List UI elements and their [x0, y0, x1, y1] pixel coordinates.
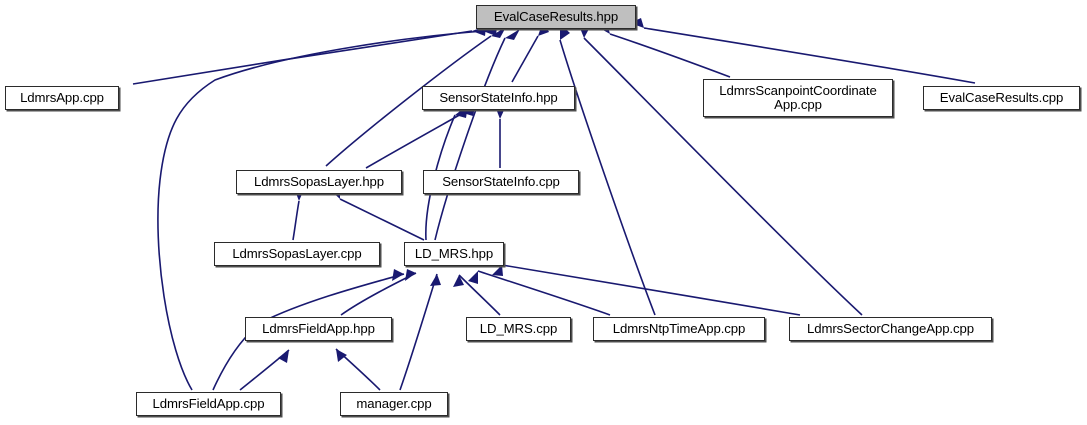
node-label: manager.cpp	[356, 395, 432, 411]
edge-fieldapph-to-ldmrshpp	[340, 272, 417, 316]
node-label: LdmrsSopasLayer.hpp	[253, 173, 385, 189]
arrowhead-ntptime-ldmrshpp	[468, 271, 478, 284]
node-label: LdmrsNtpTimeApp.cpp	[612, 320, 746, 336]
node-ldmrssopaslayer-cpp[interactable]: LdmrsSopasLayer.cpp	[214, 242, 380, 266]
node-label: LdmrsFieldApp.cpp	[152, 395, 265, 411]
node-ldmrssopaslayer-hpp[interactable]: LdmrsSopasLayer.hpp	[236, 170, 402, 194]
node-ldmrsscanpointcoordinateapp-cpp[interactable]: LdmrsScanpointCoordinate App.cpp	[703, 79, 893, 117]
edge-evalcaseresultsc-to-root	[643, 27, 976, 84]
arrowhead-fieldappc-fieldapph	[278, 350, 289, 363]
node-ldmrsntptimeapp-cpp[interactable]: LdmrsNtpTimeApp.cpp	[593, 317, 765, 341]
node-ld-mrs-cpp[interactable]: LD_MRS.cpp	[466, 317, 571, 341]
edge-ldmrscpp-to-ldmrshpp	[458, 274, 501, 316]
arrowhead-evalcaseresultsc-root	[630, 18, 644, 28]
edge-sectorchange-to-root	[583, 37, 863, 316]
node-label: EvalCaseResults.hpp	[493, 8, 619, 24]
node-label: LdmrsFieldApp.hpp	[262, 320, 375, 336]
node-label: EvalCaseResults.cpp	[939, 89, 1064, 105]
node-label: SensorStateInfo.cpp	[442, 173, 560, 189]
edge-sopaslayerh-to-root	[325, 35, 492, 167]
node-label: SensorStateInfo.hpp	[439, 89, 558, 105]
node-ldmrsapp-cpp[interactable]: LdmrsApp.cpp	[5, 86, 119, 110]
arrowhead-fieldapph-ldmrshpp	[405, 269, 416, 281]
edge-ldmrshpp-to-sopaslayerh	[339, 198, 425, 241]
arrowhead-managercpp-ldmrshpp	[430, 274, 441, 286]
node-evalcaseresults-cpp[interactable]: EvalCaseResults.cpp	[923, 86, 1080, 110]
node-label: LD_MRS.hpp	[414, 245, 494, 261]
edge-ldmrsapp-to-root	[132, 30, 473, 85]
node-ldmrssectorchangeapp-cpp[interactable]: LdmrsSectorChangeApp.cpp	[789, 317, 992, 341]
node-label: LdmrsSopasLayer.cpp	[232, 245, 362, 261]
edge-fieldappc-to-root	[157, 30, 484, 391]
edge-scanpoint-to-root	[609, 33, 731, 78]
arrowhead-sectorchange-ldmrshpp	[492, 265, 503, 276]
edge-sopaslayerc-to-sopaslayerh	[292, 200, 300, 241]
edge-ntptime-to-root	[559, 39, 656, 316]
node-manager-cpp[interactable]: manager.cpp	[340, 392, 448, 416]
node-ldmrsfieldapp-cpp[interactable]: LdmrsFieldApp.cpp	[136, 392, 281, 416]
edge-ntptime-to-ldmrshpp	[477, 270, 611, 316]
edge-sensorstateinfoh-to-root	[511, 35, 539, 83]
arrowhead-sopaslayerh-root	[491, 27, 506, 38]
node-label: LD_MRS.cpp	[479, 320, 558, 336]
node-ldmrsfieldapp-hpp[interactable]: LdmrsFieldApp.hpp	[245, 317, 392, 341]
node-label: LdmrsSectorChangeApp.cpp	[807, 320, 974, 336]
node-evalcaseresults-hpp[interactable]: EvalCaseResults.hpp	[476, 5, 636, 29]
edge-managercpp-to-ldmrshpp	[399, 273, 438, 391]
edge-sopaslayerh-to-sensorstateinfoh	[365, 112, 464, 169]
node-label: LdmrsApp.cpp	[20, 89, 104, 105]
arrowhead-fieldappc-ldmrshpp	[392, 269, 404, 281]
arrowhead-ldmrscpp-ldmrshpp	[453, 275, 464, 287]
node-sensorstateinfo-hpp[interactable]: SensorStateInfo.hpp	[422, 86, 575, 110]
edge-ldmrshpp-to-root	[434, 37, 506, 241]
node-label: LdmrsScanpointCoordinate App.cpp	[719, 82, 877, 112]
arrowhead-managercpp-fieldapph	[336, 349, 347, 362]
arrowhead-ldmrshpp-root	[505, 29, 520, 40]
edge-sectorchange-to-ldmrshpp	[501, 264, 801, 316]
node-ld-mrs-hpp[interactable]: LD_MRS.hpp	[404, 242, 504, 266]
node-sensorstateinfo-cpp[interactable]: SensorStateInfo.cpp	[423, 170, 579, 194]
